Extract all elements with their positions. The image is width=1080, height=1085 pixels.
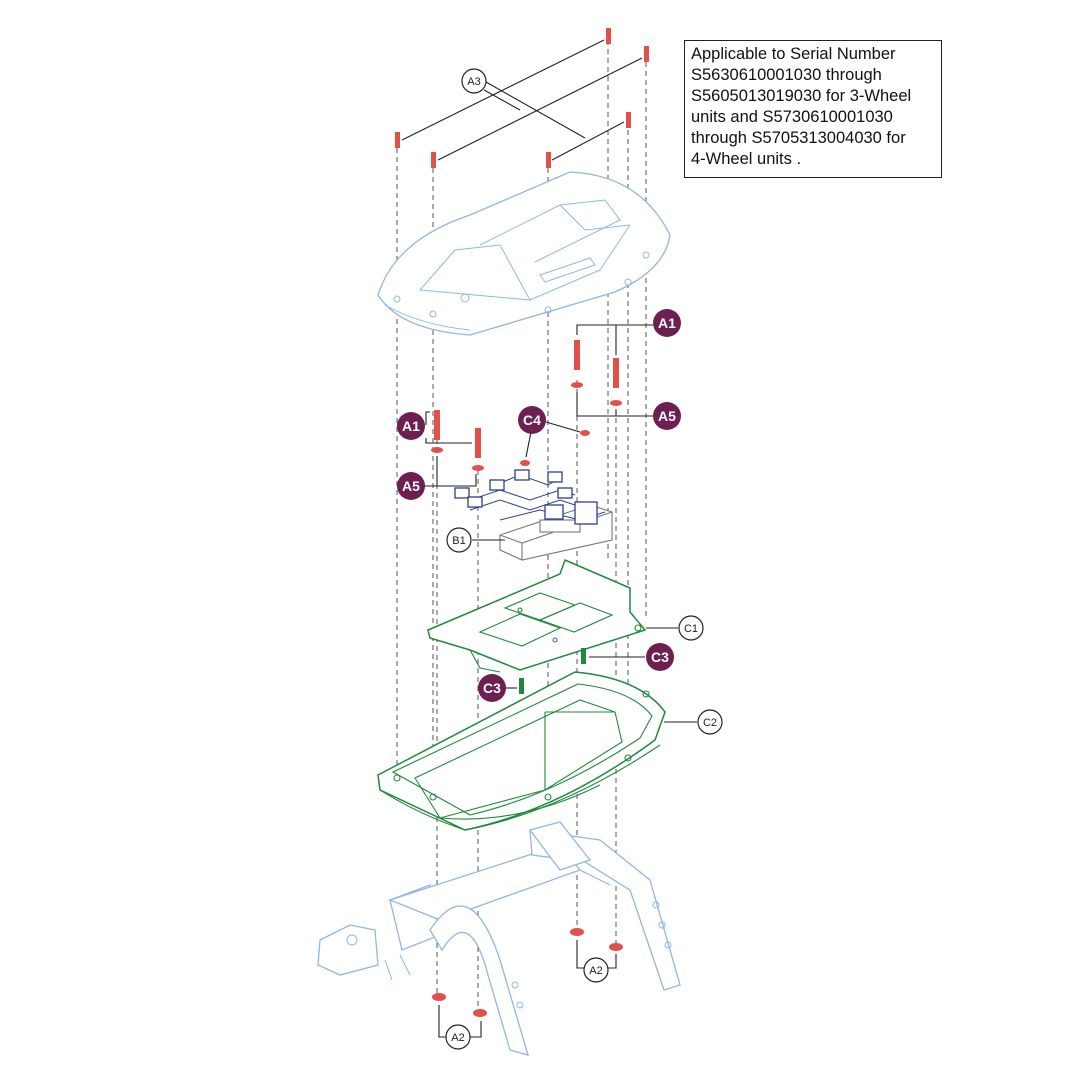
callout-a5-left-label: A5 (402, 478, 420, 494)
hardware-bolts-a1 (434, 340, 619, 458)
tray-c2 (377, 671, 666, 831)
callout-a2-right: A2 (583, 957, 609, 983)
callout-a1-right-label: A1 (658, 315, 676, 331)
callout-b1-label: B1 (452, 535, 465, 547)
base-frame (317, 821, 681, 1056)
note-line: Applicable to Serial Number (691, 45, 896, 63)
callout-a5-right: A5 (653, 402, 681, 430)
callout-a3: A3 (461, 68, 487, 94)
note-line: 4-Wheel units . (691, 150, 802, 168)
hardware-washers-a5-c4 (431, 382, 622, 471)
callout-a5-left: A5 (397, 472, 425, 500)
callout-a1-left: A1 (397, 412, 425, 440)
callout-c4: C4 (518, 406, 546, 434)
top-shroud (377, 171, 671, 336)
wiring-harness (454, 469, 606, 525)
callout-a2-left: A2 (445, 1024, 471, 1050)
callout-c3-left: C3 (478, 674, 506, 702)
callout-a3-label: A3 (467, 76, 480, 88)
leader-lines (401, 39, 697, 1038)
callout-c1-label: C1 (684, 623, 698, 635)
callout-a1-right: A1 (653, 309, 681, 337)
note-line: S5605013019030 for 3-Wheel (691, 87, 912, 105)
screws-c3 (519, 648, 586, 694)
callout-c3-right: C3 (646, 643, 674, 671)
callout-c3-right-label: C3 (651, 649, 669, 665)
callout-c2-label: C2 (703, 717, 717, 729)
note-line: S5630610001030 through (691, 66, 882, 84)
callout-a2-right-label: A2 (589, 965, 602, 977)
note-line: units and S5730610001030 (691, 108, 893, 126)
callout-c2: C2 (697, 709, 723, 735)
callout-c1: C1 (678, 615, 704, 641)
hardware-nuts-a2 (432, 928, 623, 1017)
callout-b1: B1 (446, 527, 472, 553)
serial-number-note: Applicable to Serial Number S56306100010… (684, 40, 942, 178)
hardware-screws-a3 (395, 28, 649, 168)
mounting-plate-c1 (427, 558, 647, 673)
note-line: through S5705313004030 for (691, 129, 906, 147)
callout-c3-left-label: C3 (483, 680, 501, 696)
callout-a2-left-label: A2 (451, 1032, 464, 1044)
callout-c4-label: C4 (523, 412, 541, 428)
callout-a1-left-label: A1 (402, 418, 420, 434)
callout-a5-right-label: A5 (658, 408, 676, 424)
